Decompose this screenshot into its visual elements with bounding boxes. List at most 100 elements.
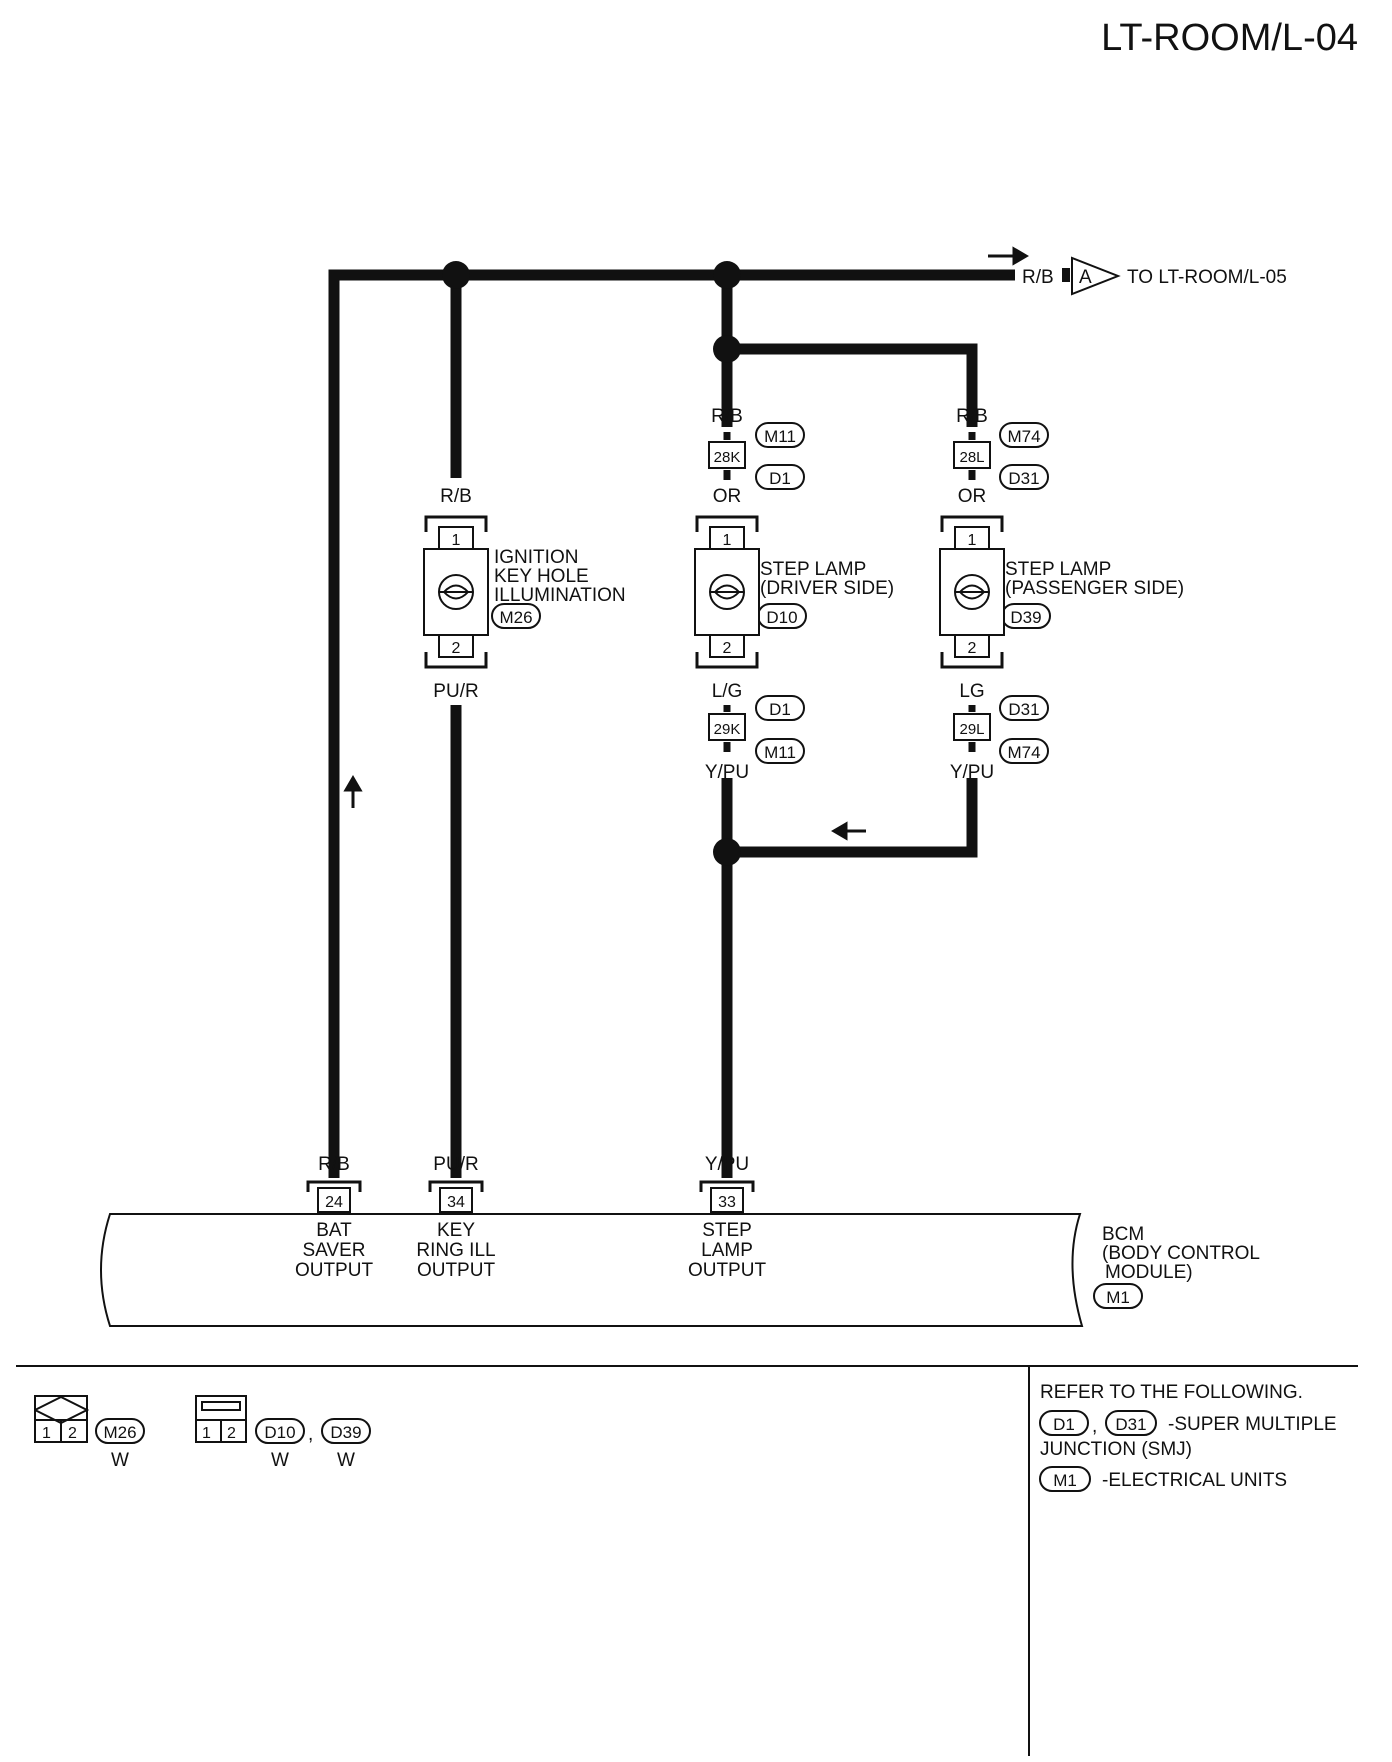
wire-stubs bbox=[723, 432, 976, 752]
arrow-up-icon bbox=[343, 775, 363, 808]
bcm-output-label: LAMP bbox=[701, 1240, 753, 1261]
wire-label: PU/R bbox=[433, 681, 478, 702]
wire-label: PU/R bbox=[433, 1154, 478, 1175]
bcm-name: BCM bbox=[1102, 1224, 1144, 1245]
connector-id-m26: M26 bbox=[103, 1423, 136, 1442]
terminal-29l bbox=[953, 713, 991, 741]
bcm-terminal-label: 34 bbox=[447, 1194, 465, 1211]
legend-comma: , bbox=[308, 1424, 313, 1445]
lamp-step-passenger bbox=[939, 515, 1005, 669]
connector-id-m26: M26 bbox=[499, 608, 532, 627]
splice-point bbox=[442, 261, 470, 289]
pin-label: 1 bbox=[42, 1425, 51, 1442]
connector-id-d31: D31 bbox=[1008, 469, 1039, 488]
bcm-output-label: OUTPUT bbox=[417, 1260, 496, 1281]
bcm-name: (BODY CONTROL bbox=[1102, 1243, 1260, 1264]
connector-id-m74: M74 bbox=[1007, 427, 1040, 446]
wire-label: LG bbox=[959, 681, 984, 702]
offpage-wire-label: R/B bbox=[1022, 267, 1054, 288]
terminal-29k bbox=[708, 713, 746, 741]
lamp-bulb-icon bbox=[709, 574, 745, 610]
bcm-name: MODULE) bbox=[1105, 1262, 1193, 1283]
component-name: STEP LAMP bbox=[760, 559, 866, 580]
offpage-connector: R/B A TO LT-ROOM/L-05 bbox=[1022, 256, 1287, 296]
wires bbox=[328, 269, 1015, 1178]
connector-id-d39: D39 bbox=[330, 1423, 361, 1442]
bcm-output-label: BAT bbox=[316, 1220, 352, 1241]
connector-id-m11: M11 bbox=[764, 427, 796, 446]
splice-point bbox=[713, 838, 741, 866]
connector-id-m11: M11 bbox=[764, 743, 796, 762]
connector-id-d31: D31 bbox=[1008, 700, 1039, 719]
connector-id-m74: M74 bbox=[1007, 743, 1040, 762]
lamp-bulb-icon bbox=[954, 574, 990, 610]
wire-label: R/B bbox=[711, 406, 743, 427]
wire-label: OR bbox=[958, 486, 987, 507]
pin-label: 2 bbox=[227, 1425, 236, 1442]
bcm-output-label: SAVER bbox=[302, 1240, 365, 1261]
splice-points bbox=[442, 261, 741, 866]
offpage-arrow-icon bbox=[1071, 256, 1121, 296]
bcm-terminal-label: 24 bbox=[325, 1194, 343, 1211]
pin-label: 2 bbox=[723, 640, 732, 657]
pin-label: 1 bbox=[723, 532, 732, 549]
lamp-bulb-icon bbox=[438, 574, 474, 610]
component-name: (DRIVER SIDE) bbox=[760, 578, 894, 599]
component-name: KEY HOLE bbox=[494, 566, 589, 587]
component-name: IGNITION bbox=[494, 547, 578, 568]
splice-point bbox=[713, 261, 741, 289]
connector-bubbles bbox=[491, 422, 1143, 1309]
smj-description: -SUPER MULTIPLE bbox=[1168, 1414, 1337, 1435]
lamp-step-driver bbox=[694, 515, 760, 669]
offpage-connector-label: A bbox=[1079, 267, 1092, 288]
connector-id-d10: D10 bbox=[264, 1423, 295, 1442]
connector-id-d1: D1 bbox=[769, 700, 791, 719]
bcm-body bbox=[100, 1213, 1084, 1327]
terminal-label: 29L bbox=[959, 721, 984, 738]
terminal-28l bbox=[953, 441, 991, 469]
flow-arrows bbox=[343, 246, 1029, 841]
pin-label: 1 bbox=[452, 532, 461, 549]
bcm-terminal-label: 33 bbox=[718, 1194, 736, 1211]
legend-comma: , bbox=[1092, 1416, 1097, 1437]
wire-label: L/G bbox=[712, 681, 743, 702]
lamp-ignition-key-hole bbox=[423, 515, 489, 669]
pin-label: 1 bbox=[202, 1425, 211, 1442]
connector-id-d1: D1 bbox=[769, 469, 791, 488]
wire-label: R/B bbox=[956, 406, 988, 427]
connector-color: W bbox=[337, 1450, 355, 1471]
wire-label: OR bbox=[713, 486, 742, 507]
wire-ypu-passenger bbox=[727, 778, 978, 858]
connector-id-m1: M1 bbox=[1106, 1288, 1130, 1307]
connector-face-icon bbox=[34, 1395, 90, 1443]
connector-color: W bbox=[271, 1450, 289, 1471]
connector-color: W bbox=[111, 1450, 129, 1471]
pin-label: 2 bbox=[968, 640, 977, 657]
wire-rb-bus bbox=[328, 269, 1015, 1178]
bcm-output-label: OUTPUT bbox=[688, 1260, 767, 1281]
wire-label: R/B bbox=[440, 486, 472, 507]
arrow-right-icon bbox=[988, 246, 1029, 266]
pin-label: 2 bbox=[68, 1425, 77, 1442]
wire-label: Y/PU bbox=[705, 762, 749, 783]
component-name: (PASSENGER SIDE) bbox=[1005, 578, 1184, 599]
connector-id-d10: D10 bbox=[766, 608, 797, 627]
wire-label: Y/PU bbox=[950, 762, 994, 783]
bcm-output-label: OUTPUT bbox=[295, 1260, 374, 1281]
terminal-label: 28L bbox=[959, 449, 984, 466]
splice-point bbox=[713, 335, 741, 363]
terminal-label: 29K bbox=[714, 721, 741, 738]
inline-terminals bbox=[708, 441, 991, 741]
refer-heading: REFER TO THE FOLLOWING. bbox=[1040, 1382, 1303, 1403]
terminal-label: 28K bbox=[714, 449, 741, 466]
connector-id-d1: D1 bbox=[1053, 1415, 1075, 1434]
pin-label: 1 bbox=[968, 532, 977, 549]
electrical-units-description: -ELECTRICAL UNITS bbox=[1102, 1470, 1287, 1491]
terminal-28k bbox=[708, 441, 746, 469]
connector-id-d39: D39 bbox=[1010, 608, 1041, 627]
wire-label: Y/PU bbox=[705, 1154, 749, 1175]
bcm-output-label: STEP bbox=[702, 1220, 752, 1241]
bcm-output-label: KEY bbox=[437, 1220, 475, 1241]
bcm-output-label: RING ILL bbox=[416, 1240, 495, 1261]
